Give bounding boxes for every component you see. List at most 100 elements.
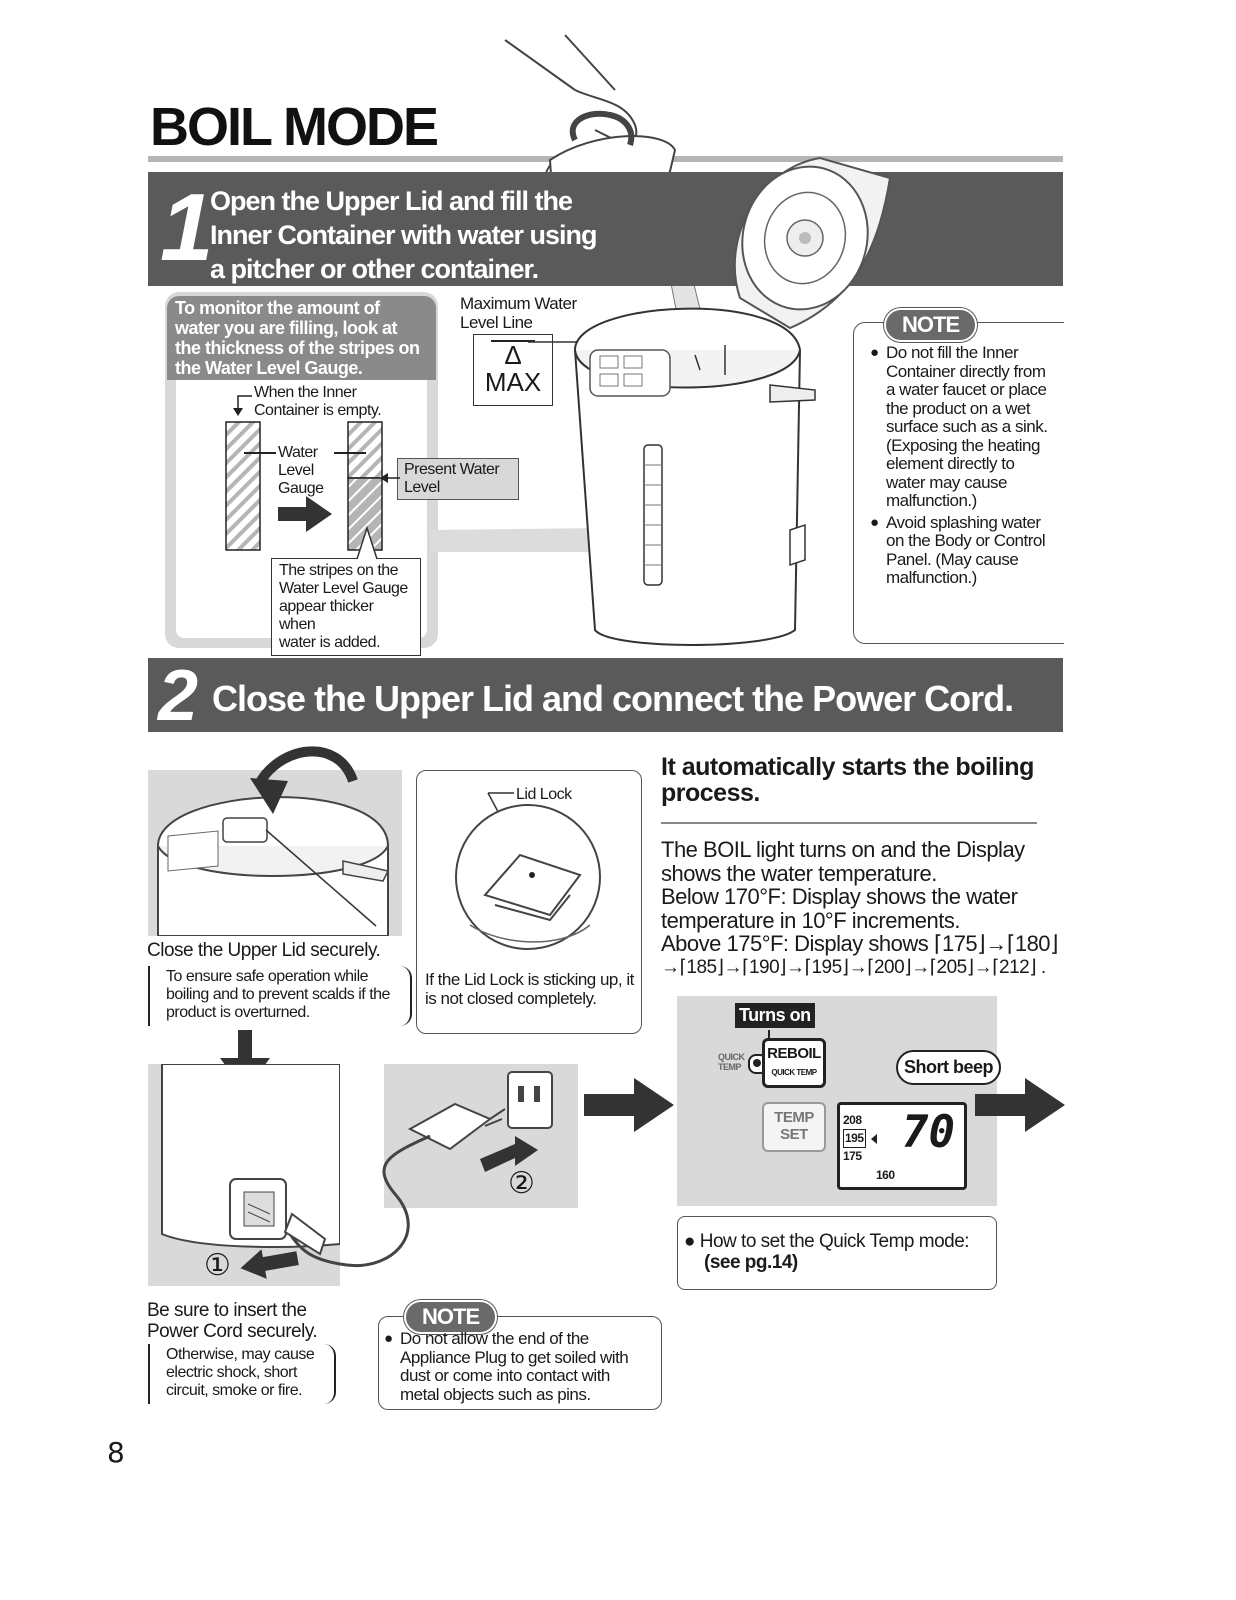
step2-band <box>148 658 1063 732</box>
quick-temp-side-line1: QUICK <box>718 1052 745 1062</box>
gauge-tip-line1: To monitor the amount of <box>175 298 380 318</box>
gauge-tip-line3: the thickness of the stripes on <box>175 338 420 358</box>
auto-start-line2: process. <box>661 779 760 807</box>
note2-list: Do not allow the end of the Appliance Pl… <box>384 1329 652 1404</box>
present-level-line2: Level <box>404 479 440 496</box>
step1-heading-line2: Inner Container with water using <box>210 220 598 250</box>
close-lid-caption: Close the Upper Lid securely. <box>147 940 381 961</box>
boil-desc-line6: →⌈185⌋→⌈190⌋→⌈195⌋→⌈200⌋→⌈205⌋→⌈212⌋ . <box>661 956 1046 978</box>
present-level-line1: Present Water <box>404 461 500 478</box>
quick-temp-howto-line1: ● How to set the Quick Temp mode: <box>684 1231 970 1252</box>
boil-description: The BOIL light turns on and the Display … <box>661 838 1061 979</box>
short-beep-bubble: Short beep <box>896 1050 1002 1085</box>
gauge-tip-line2: water you are filling, look at <box>175 318 398 338</box>
outlet-icon <box>507 1071 553 1129</box>
gauge-tip: To monitor the amount of water you are f… <box>167 296 436 380</box>
stripes-caption-line3: appear thicker when <box>279 598 374 633</box>
max-line-label-line2: Level Line <box>460 313 533 332</box>
arrow-right-icon <box>975 1078 1065 1132</box>
lcd-value: 70 <box>902 1107 955 1158</box>
lid-lock-box <box>416 770 642 1034</box>
quick-temp-side-label: QUICK TEMP <box>718 1052 745 1072</box>
empty-label-line2: Container is empty. <box>254 402 382 419</box>
empty-gauge-icon <box>225 421 261 551</box>
note2-box <box>378 1316 662 1410</box>
pot-illustration-icon <box>430 307 816 646</box>
lcd-scale-175: 175 <box>843 1149 862 1163</box>
plug-step2-number: ② <box>508 1167 535 1200</box>
boil-desc-line2: shows the water temperature. <box>661 860 937 886</box>
page-number: 8 <box>107 1436 125 1469</box>
lcd-scale-pointer <box>871 1134 877 1144</box>
note1-list: Do not fill the Inner Container directly… <box>870 343 1055 588</box>
arrow-right-icon <box>278 496 332 532</box>
plug-icon <box>407 1102 492 1151</box>
step1-heading: Open the Upper Lid and fill the Inner Co… <box>210 184 598 286</box>
insert-cord-line1: Be sure to insert the <box>147 1300 307 1321</box>
lcd-scale: 208 195 175 <box>843 1112 866 1165</box>
gauge-label-line3: Gauge <box>278 480 324 497</box>
step1-heading-line3: a pitcher or other container. <box>210 254 539 284</box>
stripes-caption-line4: water is added. <box>279 634 381 651</box>
step1-heading-line1: Open the Upper Lid and fill the <box>210 186 573 216</box>
empty-pointer-icon <box>233 395 252 416</box>
close-lid-reason: To ensure safe operation while boiling a… <box>148 966 412 1026</box>
auto-start-line1: It automatically starts the boiling <box>661 753 1034 781</box>
reboil-label: REBOIL <box>767 1045 821 1062</box>
page-title: BOIL MODE <box>150 97 439 157</box>
note1-badge: NOTE <box>884 308 978 342</box>
gauge-label-line2: Level <box>278 462 314 479</box>
stripes-caption-pointer-icon <box>356 526 378 560</box>
max-symbol: Δ <box>504 340 522 370</box>
quick-temp-howto-text: How to set the Quick Temp mode: <box>699 1231 970 1252</box>
note1-item: Do not fill the Inner Container directly… <box>870 343 1055 511</box>
max-marker: Δ MAX <box>473 334 553 406</box>
lcd-scale-160: 160 <box>876 1168 895 1182</box>
boil-desc-line5: Above 175°F: Display shows ⌈175⌋→⌈180⌋ <box>661 931 1059 956</box>
stripes-caption-line2: Water Level Gauge <box>279 580 408 597</box>
arrow-right-icon <box>584 1078 674 1132</box>
max-marker-bar <box>491 340 535 342</box>
gauge-tip-line4: the Water Level Gauge. <box>175 358 363 378</box>
boil-light-dot <box>753 1059 761 1067</box>
gauge-label: Water Level Gauge <box>278 444 324 498</box>
max-line-label: Maximum Water Level Line <box>460 294 577 332</box>
gauge-label-line-left <box>244 452 276 454</box>
reboil-button[interactable]: REBOIL QUICK TEMP <box>762 1038 826 1088</box>
gauge-label-line-right <box>334 452 366 454</box>
step2-number: 2 <box>158 656 199 736</box>
quick-temp-howto-link[interactable]: (see pg.14) <box>704 1252 798 1273</box>
gauge-label-line1: Water <box>278 444 318 461</box>
note2-item: Do not allow the end of the Appliance Pl… <box>384 1329 652 1404</box>
note1-item: Avoid splashing water on the Body or Con… <box>870 513 1055 588</box>
lid-lock-caption: If the Lid Lock is sticking up, it is no… <box>425 970 634 1008</box>
temp-set-line1: TEMP <box>774 1109 814 1126</box>
turns-on-label: Turns on <box>735 1003 815 1028</box>
max-line-label-line1: Maximum Water <box>460 294 577 313</box>
lid-close-arrow-icon <box>250 778 288 814</box>
temp-set-button[interactable]: TEMP SET <box>762 1102 826 1152</box>
plug-step1-number: ① <box>204 1249 231 1282</box>
open-lid-illustration-icon <box>733 156 892 330</box>
auto-start-heading: It automatically starts the boiling proc… <box>661 754 1034 806</box>
stripes-caption: The stripes on the Water Level Gauge app… <box>271 558 421 656</box>
lcd-scale-208: 208 <box>843 1113 862 1127</box>
plug-step1-arrow-icon <box>240 1249 299 1279</box>
quick-temp-label: QUICK TEMP <box>771 1068 817 1077</box>
quick-temp-side-line2: TEMP <box>718 1062 742 1072</box>
present-level-label: Present Water Level <box>397 458 519 500</box>
lcd-display <box>837 1102 967 1190</box>
quick-temp-howto: ● How to set the Quick Temp mode: (see p… <box>677 1216 997 1290</box>
temp-set-line2: SET <box>780 1126 808 1143</box>
lid-lock-illustration-icon <box>455 792 601 950</box>
step2-heading: Close the Upper Lid and connect the Powe… <box>212 678 1014 719</box>
inlet-illustration-icon <box>161 1064 340 1248</box>
close-lid-illustration-icon <box>157 746 390 936</box>
empty-label: When the Inner Container is empty. <box>254 384 382 420</box>
insert-cord-line2: Power Cord securely. <box>147 1321 318 1342</box>
insert-cord-caption: Be sure to insert the Power Cord securel… <box>147 1300 318 1342</box>
lid-lock-label: Lid Lock <box>516 786 572 803</box>
empty-label-line1: When the Inner <box>254 384 357 401</box>
boil-desc-line4: temperature in 10°F increments. <box>661 907 961 933</box>
insert-cord-reason: Otherwise, may cause electric shock, sho… <box>148 1344 336 1404</box>
